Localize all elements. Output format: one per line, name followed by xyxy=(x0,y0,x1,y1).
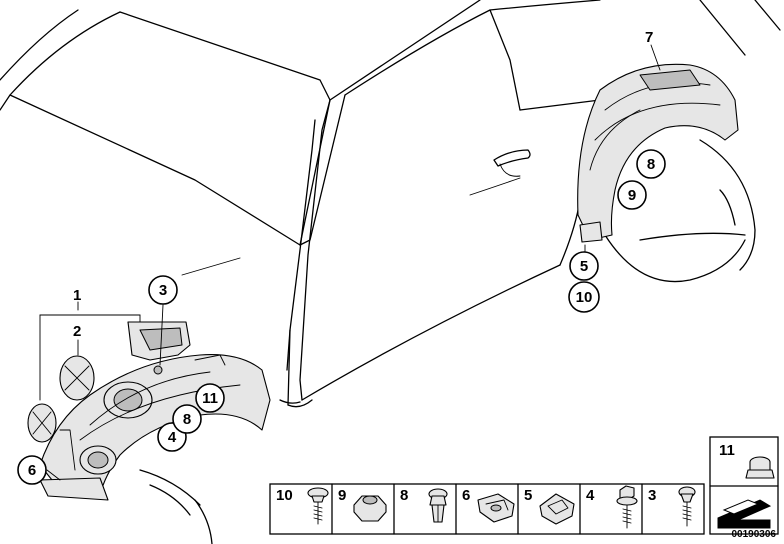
callout-label-1: 1 xyxy=(73,287,81,304)
front-wheel-arch-liner xyxy=(39,321,271,501)
strip-label-6: 6 xyxy=(462,487,470,504)
document-number: 00190306 xyxy=(731,529,777,540)
expanding-rivet-icon xyxy=(428,488,448,523)
svg-text:8: 8 xyxy=(647,156,655,173)
callout-6: 6 xyxy=(17,455,47,485)
strip-label-3: 3 xyxy=(648,487,656,504)
svg-text:3: 3 xyxy=(159,282,167,299)
strip-label-10: 10 xyxy=(276,487,293,504)
side-box: 11 xyxy=(709,436,779,535)
callout-11-front: 11 xyxy=(195,383,225,413)
side-box-label-11: 11 xyxy=(719,442,735,459)
callout-8-rear: 8 xyxy=(636,149,666,179)
strip-label-4: 4 xyxy=(586,487,595,504)
torx-screw-icon xyxy=(678,486,696,527)
svg-text:10: 10 xyxy=(576,289,593,306)
svg-text:4: 4 xyxy=(168,429,177,446)
rear-wheel-arch-liner xyxy=(577,63,739,243)
strip-label-5: 5 xyxy=(524,487,532,504)
svg-text:5: 5 xyxy=(580,258,588,275)
leader-lines xyxy=(39,44,661,481)
svg-text:9: 9 xyxy=(628,187,636,204)
arrow-icon xyxy=(717,499,772,529)
grommet-part-2 xyxy=(27,355,95,443)
strip-label-8: 8 xyxy=(400,487,408,504)
callout-10: 10 xyxy=(568,281,600,313)
svg-text:8: 8 xyxy=(183,411,191,428)
callout-8-front: 8 xyxy=(172,404,202,434)
svg-text:6: 6 xyxy=(28,462,36,479)
callout-9: 9 xyxy=(617,180,647,210)
strip-label-9: 9 xyxy=(338,487,346,504)
fastener-strip: 10 9 8 6 5 xyxy=(269,483,705,535)
callout-label-7: 7 xyxy=(645,29,653,46)
hex-flange-bolt-icon xyxy=(616,485,638,529)
svg-text:11: 11 xyxy=(202,390,218,407)
callout-3: 3 xyxy=(148,275,178,305)
spring-nut-icon xyxy=(477,493,515,523)
hex-nut-icon xyxy=(353,495,387,522)
collar-nut-icon xyxy=(745,456,775,479)
screw-washer-icon xyxy=(307,487,329,525)
clip-nut-icon xyxy=(539,493,575,525)
callout-5: 5 xyxy=(569,251,599,281)
callout-label-2: 2 xyxy=(73,323,81,340)
